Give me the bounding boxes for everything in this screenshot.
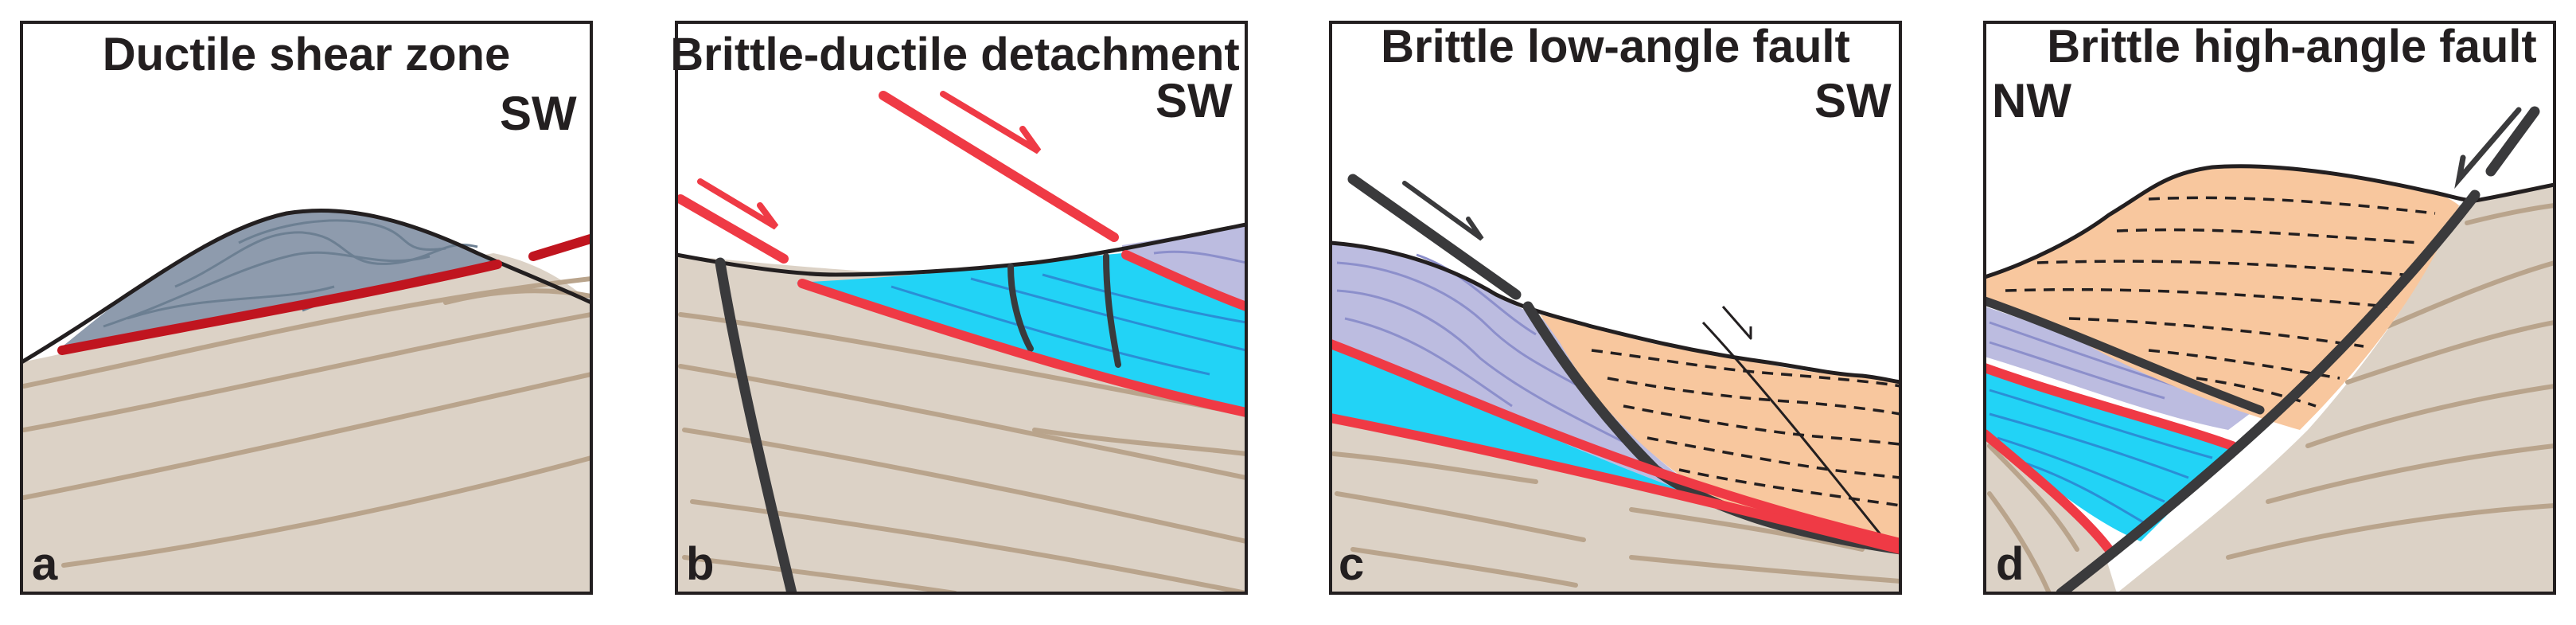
high-angle-fault-upper xyxy=(2485,106,2540,177)
host-layering xyxy=(1331,451,1900,588)
secondary-fault-arrow xyxy=(1721,306,1752,340)
panel-b-brittle-ductile-detachment: Brittle-ductile detachment SW b xyxy=(670,21,1248,595)
panel-d-letter: d xyxy=(1996,538,2024,590)
host-rock xyxy=(1331,418,1900,593)
panel-b-frame xyxy=(675,21,1248,595)
host-layering xyxy=(1987,203,2555,593)
host-rock xyxy=(21,253,591,593)
host-layering xyxy=(21,276,591,568)
footwall-motion-arrow xyxy=(697,178,779,230)
upper-plate-motion-arrow xyxy=(879,91,1119,242)
sediment-bedding xyxy=(1591,349,1900,507)
ground-surface xyxy=(1331,240,1900,385)
upper-contact-fault xyxy=(1985,296,2265,415)
sediment-fill xyxy=(1985,166,2459,430)
cyan-foliation xyxy=(1989,389,2213,527)
panel-c-title: Brittle low-angle fault xyxy=(1381,21,1850,72)
lavender-foliation xyxy=(1153,250,1246,264)
fault-motion-arrow xyxy=(2454,107,2522,189)
red-fault-upper xyxy=(1331,339,1900,548)
red-fault-lower xyxy=(1331,413,1900,554)
panel-d-title: Brittle high-angle fault xyxy=(2047,21,2536,72)
panel-c-direction-label: SW xyxy=(1814,74,1892,127)
hanging-wall-motion-arrow xyxy=(676,194,789,264)
host-rock xyxy=(1985,183,2555,593)
cyan-foliation xyxy=(890,273,1246,376)
brittle-fault-1 xyxy=(1007,264,1034,352)
lavender-unit xyxy=(1122,225,1246,309)
panel-d-brittle-high-angle-fault: Brittle high-angle fault NW d xyxy=(1983,21,2556,595)
panel-a-letter: a xyxy=(32,538,58,590)
mylonite-lens xyxy=(60,210,499,349)
red-fault-upper xyxy=(1985,363,2237,451)
red-fault-lower xyxy=(1985,429,2114,554)
panel-a-direction-label: SW xyxy=(500,87,577,140)
brittle-fault-2 xyxy=(1103,253,1121,368)
shear-zone-trace xyxy=(57,260,502,355)
panel-b-direction-label: SW xyxy=(1155,74,1233,127)
panel-d-frame xyxy=(1983,21,2556,595)
panel-b-title: Brittle-ductile detachment xyxy=(670,29,1239,80)
detachment-trace xyxy=(797,279,1246,417)
host-layering xyxy=(678,312,1246,593)
panel-c-letter: c xyxy=(1339,538,1364,590)
low-angle-fault-upper xyxy=(1347,174,1522,300)
high-angle-fault xyxy=(2056,189,2481,593)
panel-c-brittle-low-angle-fault: Brittle low-angle fault SW c xyxy=(1329,21,1902,595)
panel-a-frame xyxy=(20,21,593,595)
sediment-wedge xyxy=(1540,314,1900,541)
high-angle-fault xyxy=(715,257,797,593)
panel-b-letter: b xyxy=(686,538,714,590)
panel-c-frame xyxy=(1329,21,1902,595)
panel-d-direction-label: NW xyxy=(1992,74,2071,127)
upper-plate-shear-arrow xyxy=(940,91,1042,154)
secondary-normal-fault xyxy=(1701,321,1888,542)
lavender-foliation xyxy=(1336,253,1632,447)
detachment-trace-upper xyxy=(1121,250,1246,311)
fault-motion-arrow xyxy=(1402,181,1484,241)
shear-zone-trace-upper xyxy=(528,234,591,261)
ground-surface xyxy=(21,209,591,365)
ground-surface xyxy=(676,222,1246,277)
panel-a-title: Ductile shear zone xyxy=(103,29,510,80)
panel-a-ductile-shear-zone: Ductile shear zone SW a xyxy=(20,21,593,595)
